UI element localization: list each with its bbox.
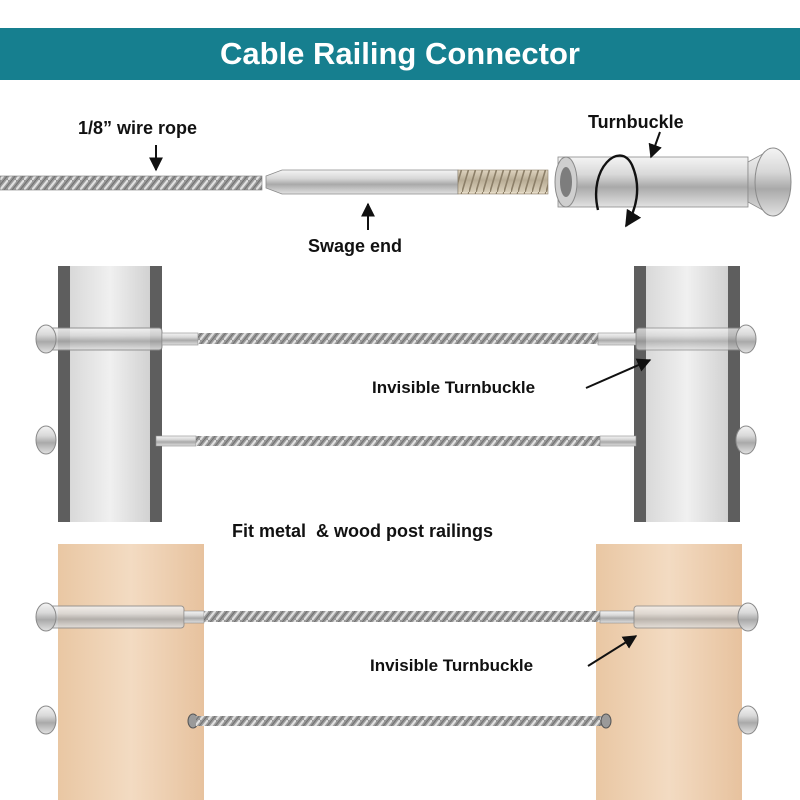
rotation-arrow-icon: [595, 154, 642, 228]
banner-title: Cable Railing Connector: [220, 36, 580, 71]
post-compatibility-caption: Fit metal & wood post railings: [232, 521, 494, 541]
wood-callout-arrow-icon: [587, 635, 638, 667]
metal-post-right: [634, 266, 740, 522]
wood-upper-cable: [35, 602, 759, 632]
metal-callout-label: Invisible Turnbuckle: [372, 378, 536, 397]
metal-upper-cable: [35, 324, 757, 354]
wood-post-left: [58, 544, 204, 800]
metal-lower-cable: [35, 425, 757, 455]
wood-callout-label: Invisible Turnbuckle: [370, 656, 534, 675]
metal-post-left: [58, 266, 162, 522]
turnbuckle-label: Turnbuckle: [588, 112, 684, 132]
turnbuckle-arrow-icon: [648, 131, 662, 159]
turnbuckle-body: [554, 147, 792, 217]
wire-rope-label: 1/8” wire rope: [78, 118, 198, 138]
title-banner: Cable Railing Connector: [0, 28, 800, 80]
wood-lower-cable: [35, 705, 759, 735]
swage-end-label: Swage end: [308, 236, 403, 256]
swage-end: [265, 169, 549, 195]
metal-callout-arrow-icon: [585, 358, 652, 389]
wire-rope: [0, 175, 263, 191]
wood-post-right: [596, 544, 742, 800]
